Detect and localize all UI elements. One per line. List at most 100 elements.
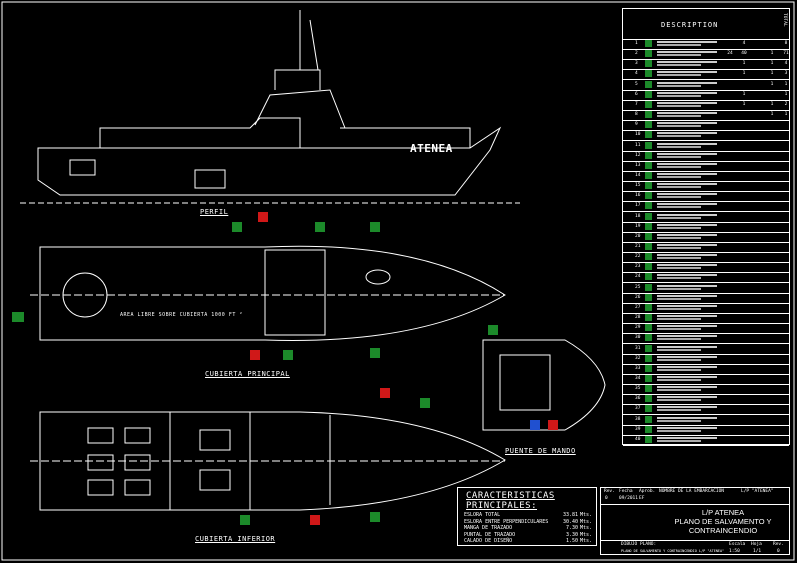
fire-extinguisher-icon [310,515,320,525]
rev-value: 0 [605,496,608,501]
quantity-cell: 1 [742,91,746,97]
description-text [657,419,701,422]
title-line-3: CONTRAINCENDIO [688,526,758,535]
vessel-name: ATENEA [410,142,453,155]
scale-value: 1:50 [729,549,740,554]
safety-sign-icon [645,121,652,129]
table-row: 29 [623,323,789,335]
item-number: 8 [635,112,638,118]
bridge-plan [482,339,606,431]
fire-extinguisher-icon [258,212,268,222]
title-line-1: L/P ATENEA [701,508,745,517]
safety-sign-icon [645,415,652,423]
description-text [657,112,717,115]
scale-label: Escala [729,542,746,547]
characteristic-value: 7.30 [565,525,578,531]
item-number: 16 [635,193,641,199]
safety-sign-icon [645,100,652,108]
item-number: 30 [635,335,641,341]
fire-extinguisher-icon [380,388,390,398]
description-text [657,247,701,249]
characteristic-label: ESLORA TOTAL [464,512,501,518]
item-number: 35 [635,386,641,392]
table-row: 21 [623,242,789,253]
characteristic-unit: Mts. [579,531,592,538]
safety-sign-icon [645,90,652,98]
item-number: 26 [635,294,641,300]
description-text [657,257,701,260]
description-text [657,307,701,310]
safety-symbols [12,212,558,525]
item-number: 31 [635,345,641,351]
quantity-cell: 1 [742,61,746,67]
description-text [657,264,717,267]
description-text [657,122,717,125]
safety-sign-icon [645,40,652,47]
description-text [657,436,717,439]
description-text [657,165,701,168]
description-text [657,368,701,371]
characteristics-title: CARACTERISTICAS PRINCIPALES: [466,491,555,511]
description-text [657,186,701,189]
lifesaving-icon [315,222,325,232]
description-text [657,315,717,318]
safety-sign-icon [645,324,652,332]
sheet-label: Hoja [751,542,762,547]
safety-sign-icon [645,182,652,190]
date-header: Fecha [619,489,633,494]
safety-sign-icon [645,80,652,88]
characteristic-value: 1.50 [565,538,578,544]
description-text [657,297,701,300]
description-text [657,226,701,229]
safety-sign-icon [645,222,652,230]
item-number: 36 [635,396,641,402]
description-text [657,244,717,246]
item-number: 13 [635,162,641,168]
safety-sign-icon [645,151,652,159]
characteristic-unit: Mts. [579,518,592,525]
table-row: 10 [623,130,789,142]
rev-number: 0 [777,549,780,554]
description-text [657,409,701,412]
description-header: DESCRIPTION [661,21,719,29]
lower-deck-title: CUBIERTA INFERIOR [195,535,276,543]
table-row: 26 [623,293,789,304]
item-number: 25 [635,284,641,290]
characteristic-unit: Mts. [579,525,592,531]
quantity-cell: 4 [742,41,746,46]
deck-area-note: AREA LIBRE SOBRE CUBIERTA 1000 FT ² [120,312,243,318]
approved-value: EF [639,496,645,501]
fire-extinguisher-icon [548,420,558,430]
description-text [657,426,717,429]
quantity-cell: 1 [784,91,788,97]
description-text [657,335,717,338]
table-row: 40 [623,435,789,446]
description-text [657,386,717,389]
table-row: 13 [623,161,789,172]
description-text [657,155,701,158]
table-row: 23 [623,262,789,274]
description-text [657,216,701,219]
safety-sign-icon [645,192,652,200]
safety-sign-icon [645,161,652,169]
quantity-cell: 1 [770,112,774,118]
item-number: 11 [635,142,641,148]
quantity-cell: 1 [784,81,788,87]
safety-sign-icon [645,243,652,250]
main-deck-title: CUBIERTA PRINCIPAL [205,370,290,378]
quantity-cell: 40 [741,51,747,57]
item-number: 24 [635,274,641,280]
item-number: 33 [635,365,641,371]
item-number: 20 [635,233,641,239]
item-number: 23 [635,264,641,270]
quantity-cell: 1 [742,101,746,107]
description-text [657,355,717,358]
description-text [657,429,701,432]
